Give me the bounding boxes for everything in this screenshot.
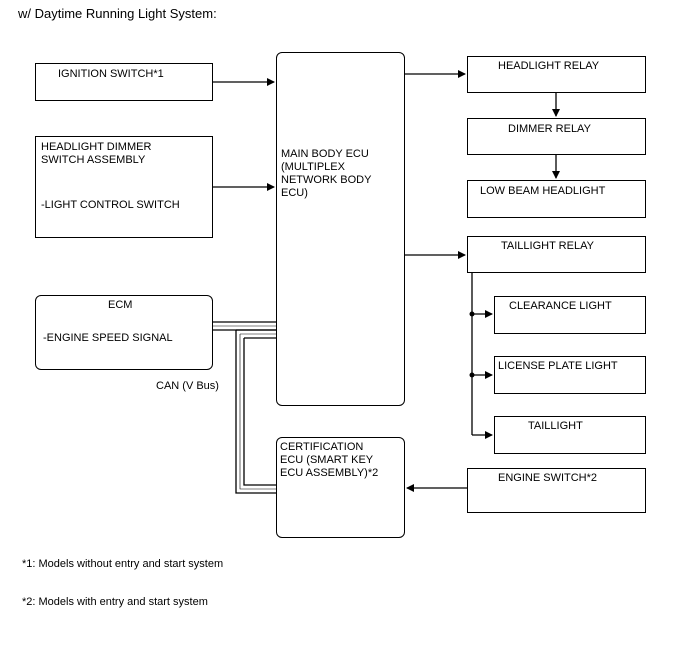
license-plate-light-label: LICENSE PLATE LIGHT [498, 360, 618, 372]
headlight-relay-label: HEADLIGHT RELAY [498, 60, 600, 72]
footnote-2: *2: Models with entry and start system [22, 596, 208, 608]
headlight-dimmer-switch-box: HEADLIGHT DIMMER SWITCH ASSEMBLY -LIGHT … [35, 136, 213, 238]
main-body-ecu-box: MAIN BODY ECU (MULTIPLEX NETWORK BODY EC… [276, 52, 405, 406]
engine-speed-signal-label: -ENGINE SPEED SIGNAL [43, 332, 173, 344]
clearance-light-box: CLEARANCE LIGHT [494, 296, 646, 334]
low-beam-headlight-label: LOW BEAM HEADLIGHT [480, 185, 606, 197]
engine-switch-box: ENGINE SWITCH*2 [467, 468, 646, 513]
ignition-switch-box: IGNITION SWITCH*1 [35, 63, 213, 101]
dimmer-relay-label: DIMMER RELAY [508, 123, 591, 135]
low-beam-headlight-box: LOW BEAM HEADLIGHT [467, 180, 646, 218]
taillight-box: TAILLIGHT [494, 416, 646, 454]
junction-dot [469, 311, 475, 317]
dimmer-relay-box: DIMMER RELAY [467, 118, 646, 155]
junction-dot [469, 372, 475, 378]
diagram-title: w/ Daytime Running Light System: [18, 6, 217, 21]
footnote-1: *1: Models without entry and start syste… [22, 558, 224, 570]
ecm-label: ECM [108, 299, 133, 311]
certification-ecu-label: CERTIFICATION ECU (SMART KEY ECU ASSEMBL… [280, 441, 379, 479]
main-body-ecu-label: MAIN BODY ECU (MULTIPLEX NETWORK BODY EC… [281, 148, 372, 199]
dimmer-switch-label: HEADLIGHT DIMMER SWITCH ASSEMBLY [41, 141, 152, 166]
taillight-relay-box: TAILLIGHT RELAY [467, 236, 646, 273]
headlight-relay-box: HEADLIGHT RELAY [467, 56, 646, 93]
license-plate-light-box: LICENSE PLATE LIGHT [494, 356, 646, 394]
can-bus [213, 321, 276, 494]
ecm-box: ECM -ENGINE SPEED SIGNAL [35, 295, 213, 370]
light-control-switch-label: -LIGHT CONTROL SWITCH [41, 199, 180, 211]
clearance-light-label: CLEARANCE LIGHT [509, 300, 612, 312]
taillight-label: TAILLIGHT [528, 420, 583, 432]
taillight-relay-label: TAILLIGHT RELAY [501, 240, 594, 252]
ignition-switch-label: IGNITION SWITCH*1 [58, 68, 164, 80]
can-bus-label: CAN (V Bus) [156, 380, 219, 392]
certification-ecu-box: CERTIFICATION ECU (SMART KEY ECU ASSEMBL… [276, 437, 405, 538]
engine-switch-label: ENGINE SWITCH*2 [498, 472, 598, 484]
